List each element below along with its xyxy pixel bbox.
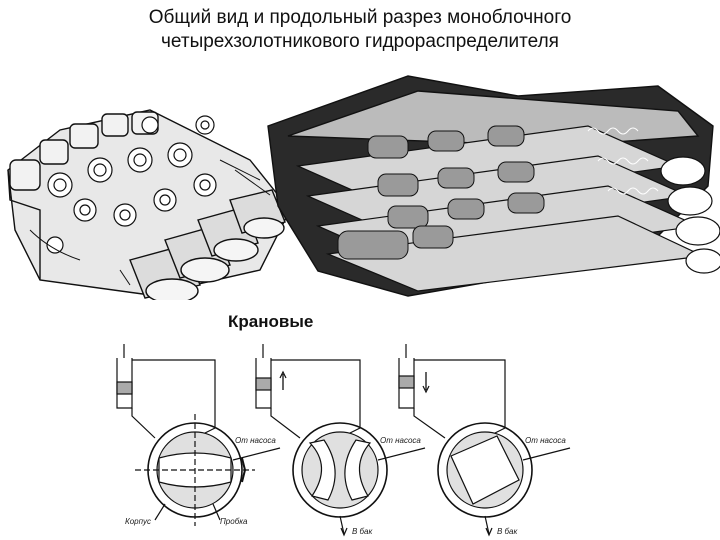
label-to-tank: В бак [352, 527, 374, 536]
plug-valve-raise: От насоса В бак [255, 344, 426, 537]
label-from-pump: От насоса [235, 436, 276, 445]
plug-valve-neutral: От насоса Корпус Пробка [116, 344, 281, 526]
label-plug: Пробка [220, 517, 248, 526]
label-from-pump: От насоса [380, 436, 421, 445]
distributor-general-view [7, 109, 291, 300]
title-line-1: Общий вид и продольный разрез моноблочно… [148, 7, 572, 28]
label-from-pump: От насоса [525, 436, 566, 445]
title-line-2: четырехзолотникового гидрораспределителя [161, 31, 559, 52]
plug-valve-lower: От насоса В бак [398, 344, 571, 537]
section-subheading: Крановые [228, 312, 314, 331]
page-title: Общий вид и продольный разрез моноблочно… [0, 6, 720, 54]
distributor-section-view [267, 75, 720, 297]
label-body: Корпус [125, 517, 151, 526]
label-to-tank: В бак [497, 527, 519, 536]
